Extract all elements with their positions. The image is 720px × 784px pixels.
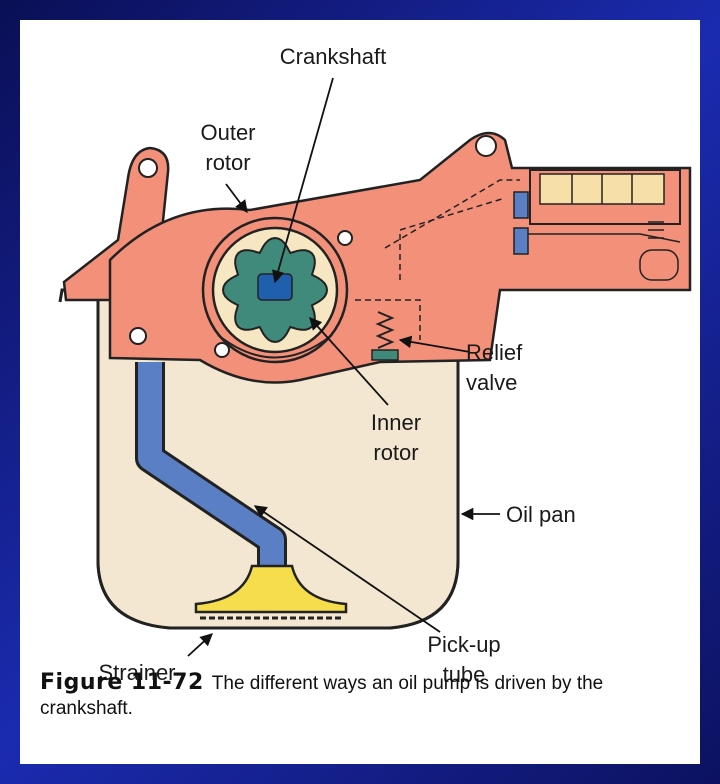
inner-rotor-leader xyxy=(309,317,389,406)
crankshaft-label: Crankshaft xyxy=(279,44,387,69)
inner-rotor-label: Inner rotor xyxy=(370,410,422,465)
strainer-label: Strainer xyxy=(98,660,176,685)
relief-valve-label: Relief valve xyxy=(466,340,523,395)
crankshaft xyxy=(257,273,293,301)
pickup-tube-leader xyxy=(253,505,441,633)
oil-pan-label: Oil pan xyxy=(506,502,576,527)
rotor-assembly xyxy=(201,216,349,364)
crankshaft-leader xyxy=(272,77,334,284)
caption-text: The different ways an oil pump is driven… xyxy=(40,673,604,719)
pickup-tube-label: Pick-up tube xyxy=(427,632,501,687)
figure-number: Figure 11-72 xyxy=(40,670,204,695)
pump-body xyxy=(62,131,692,384)
relief-valve-leader xyxy=(398,335,471,353)
strainer xyxy=(194,564,348,620)
relief-valve-spring xyxy=(375,311,395,349)
strainer-leader xyxy=(187,633,213,657)
outer-rotor-label: Outer rotor xyxy=(200,120,256,175)
outer-rotor-leader xyxy=(225,183,248,214)
